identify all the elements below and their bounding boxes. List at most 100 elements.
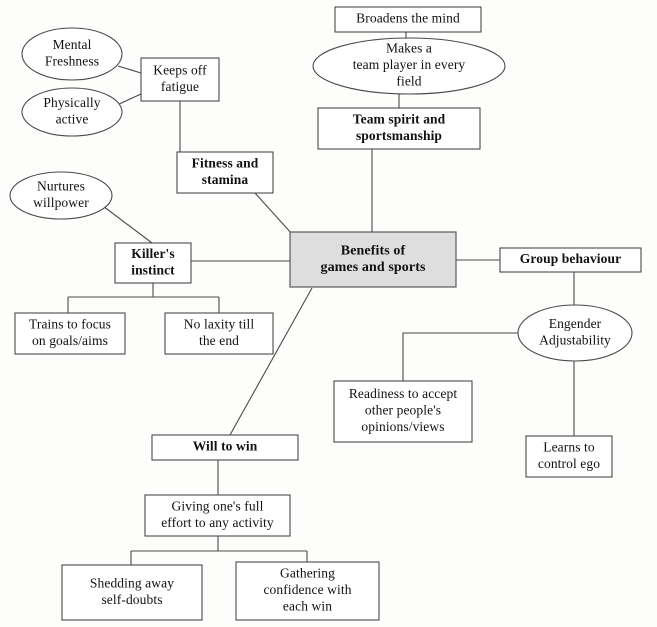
node-label-learns-to-control-ego: Learns to control ego — [538, 439, 600, 471]
node-shape-rect — [235, 561, 380, 621]
node-label-line: Adjustability — [539, 332, 611, 347]
node-label-line: Team spirit and — [353, 111, 446, 126]
edge-benefits-to-will-to-win — [229, 287, 313, 436]
edge-engender-to-readiness — [402, 332, 518, 381]
node-learns-to-control-ego[interactable]: Learns to control ego — [525, 435, 613, 478]
node-shape-rect — [164, 312, 274, 355]
node-label-line: confidence with — [263, 582, 351, 597]
node-trains-to-focus[interactable]: Trains to focus on goals/aims — [14, 312, 126, 355]
node-label-line: Makes a — [386, 41, 432, 56]
node-label-line: Mental — [53, 37, 92, 52]
node-giving-full-effort[interactable]: Giving one's full effort to any activity — [144, 494, 291, 537]
connector-layer — [67, 32, 575, 565]
node-label-group-behaviour: Group behaviour — [520, 251, 621, 266]
node-shape-rect — [289, 231, 457, 288]
node-label-line: instinct — [131, 262, 175, 277]
node-label-line: control ego — [538, 456, 600, 471]
node-label-line: stamina — [202, 172, 249, 187]
node-will-to-win[interactable]: Will to win — [151, 434, 299, 461]
node-label-line: other people's — [365, 403, 441, 418]
node-label-line: field — [396, 74, 421, 89]
node-shape-rect — [14, 312, 126, 355]
node-shape-rect — [144, 494, 291, 537]
node-broadens-the-mind[interactable]: Broadens the mind — [334, 6, 482, 33]
node-label-line: Shedding away — [90, 575, 174, 590]
node-shape-rect — [333, 380, 473, 443]
node-label-line: Killer's — [131, 246, 175, 261]
node-shape-ellipse — [21, 87, 123, 137]
node-group-behaviour[interactable]: Group behaviour — [499, 247, 642, 273]
edge-physically-active-to-keeps-off-fatigue — [116, 93, 142, 106]
node-shape-rect — [525, 435, 613, 478]
node-label-line: team player in every — [353, 57, 466, 72]
node-label-giving-full-effort: Giving one's full effort to any activity — [161, 498, 274, 530]
node-shape-rect — [61, 564, 203, 621]
node-label-line: Readiness to accept — [349, 386, 458, 401]
node-label-line: fatigue — [161, 79, 199, 94]
node-fitness-and-stamina[interactable]: Fitness and stamina — [176, 151, 274, 194]
node-shape-rect — [334, 6, 482, 33]
edge-fitness-to-benefits — [254, 192, 293, 235]
node-label-keeps-off-fatigue: Keeps off fatigue — [153, 62, 207, 94]
node-label-fitness-and-stamina: Fitness and stamina — [192, 155, 259, 187]
node-label-no-laxity: No laxity till the end — [184, 316, 255, 348]
node-no-laxity[interactable]: No laxity till the end — [164, 312, 274, 355]
edge-nurtures-to-killers — [102, 205, 153, 244]
node-label-line: the end — [199, 333, 239, 348]
node-label-line: Keeps off — [153, 62, 207, 77]
node-label-line: Gathering — [280, 566, 335, 581]
node-shape-ellipse — [517, 304, 633, 362]
node-label-line: self-doubts — [101, 592, 162, 607]
node-label-broadens-the-mind: Broadens the mind — [356, 11, 460, 26]
node-label-line: on goals/aims — [32, 333, 108, 348]
node-label-line: Fitness and — [192, 155, 259, 170]
node-label-line: Benefits of — [341, 243, 406, 258]
node-label-line: Trains to focus — [29, 316, 111, 331]
node-label-shedding-self-doubts: Shedding away self-doubts — [90, 575, 174, 607]
node-shape-ellipse — [312, 37, 506, 95]
node-label-line: Group behaviour — [520, 251, 621, 266]
node-shedding-self-doubts[interactable]: Shedding away self-doubts — [61, 564, 203, 621]
node-label-line: Learns to — [543, 439, 595, 454]
node-label-line: effort to any activity — [161, 515, 274, 530]
node-label-line: Freshness — [45, 53, 99, 68]
node-shape-ellipse — [9, 171, 113, 220]
node-shape-rect — [317, 107, 481, 150]
node-label-line: No laxity till — [184, 316, 255, 331]
node-shape-ellipse — [21, 27, 123, 81]
node-label-line: Physically — [43, 95, 100, 110]
node-label-line: each win — [283, 599, 332, 614]
node-label-line: willpower — [33, 195, 89, 210]
node-shape-rect — [176, 151, 274, 194]
node-shape-rect — [140, 57, 220, 102]
node-shape-rect — [114, 242, 192, 284]
node-label-line: active — [56, 111, 89, 126]
node-label-line: Giving one's full — [172, 498, 264, 513]
node-label-trains-to-focus: Trains to focus on goals/aims — [29, 316, 111, 348]
node-label-will-to-win: Will to win — [193, 439, 258, 454]
node-label-line: opinions/views — [361, 419, 444, 434]
node-keeps-off-fatigue[interactable]: Keeps off fatigue — [140, 57, 220, 102]
node-label-line: Engender — [549, 316, 602, 331]
